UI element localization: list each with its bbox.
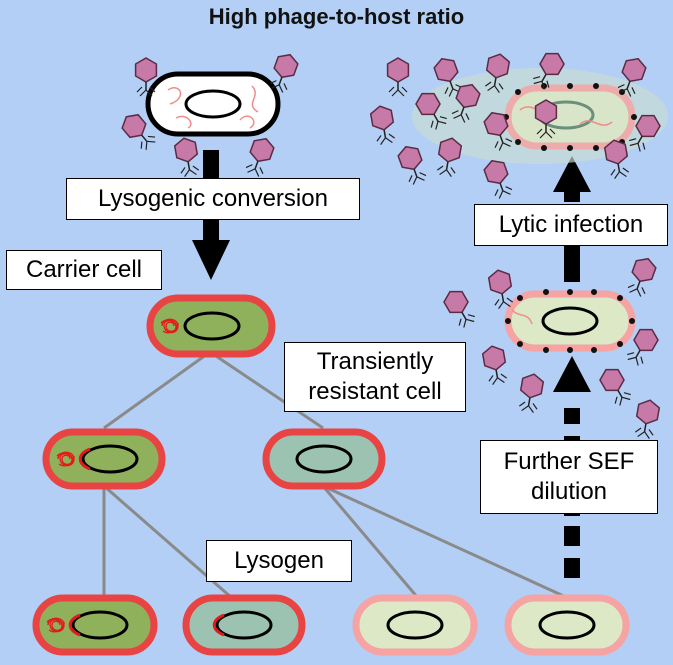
initial-infected-cell — [145, 71, 281, 137]
phage-icon — [534, 99, 558, 139]
label-lysogenic-conversion: Lysogenic conversion — [66, 178, 360, 220]
phage-icon — [632, 397, 662, 441]
phage-icon — [134, 57, 158, 97]
carrier-cell — [146, 294, 276, 358]
phage-icon — [386, 57, 410, 97]
lineage-tree-lines — [102, 350, 569, 600]
tree-line — [103, 350, 211, 430]
label-further-sef-dilution: Further SEF dilution — [480, 440, 658, 514]
phage-icon — [395, 142, 430, 187]
arrow-head — [553, 156, 591, 192]
phage-icon — [368, 103, 398, 147]
bottom-cell-2 — [182, 594, 306, 656]
phage-icon — [516, 371, 546, 415]
phage-icon — [596, 363, 635, 409]
phage-icon — [481, 156, 516, 201]
label-lysogen: Lysogen — [206, 540, 352, 582]
bottom-cell-3 — [352, 594, 478, 656]
phage-icon — [624, 254, 659, 299]
tree-line — [322, 484, 569, 600]
arrow-shaft — [564, 238, 580, 282]
arrow-shaft — [564, 190, 580, 202]
label-lytic-infection: Lytic infection — [474, 204, 668, 246]
arrow-head — [192, 240, 230, 280]
bottom-cell-4 — [504, 594, 630, 656]
label-transiently-resistant-cell: Transiently resistant cell — [284, 342, 466, 412]
tree-line — [209, 350, 324, 430]
diagram-title: High phage-to-host ratio — [208, 4, 465, 29]
bottom-cell-1 — [32, 594, 158, 656]
phage-icon — [242, 134, 277, 179]
phage-icon — [172, 135, 202, 179]
tree-line — [321, 485, 420, 599]
transiently-resistant-cell — [262, 428, 386, 490]
phage-icon — [266, 50, 301, 95]
sensitive-cell — [504, 289, 636, 353]
daughter-cell-left — [42, 428, 166, 490]
label-carrier-cell: Carrier cell — [6, 250, 162, 290]
phage-icon — [440, 285, 479, 331]
phage-icon — [480, 343, 510, 387]
